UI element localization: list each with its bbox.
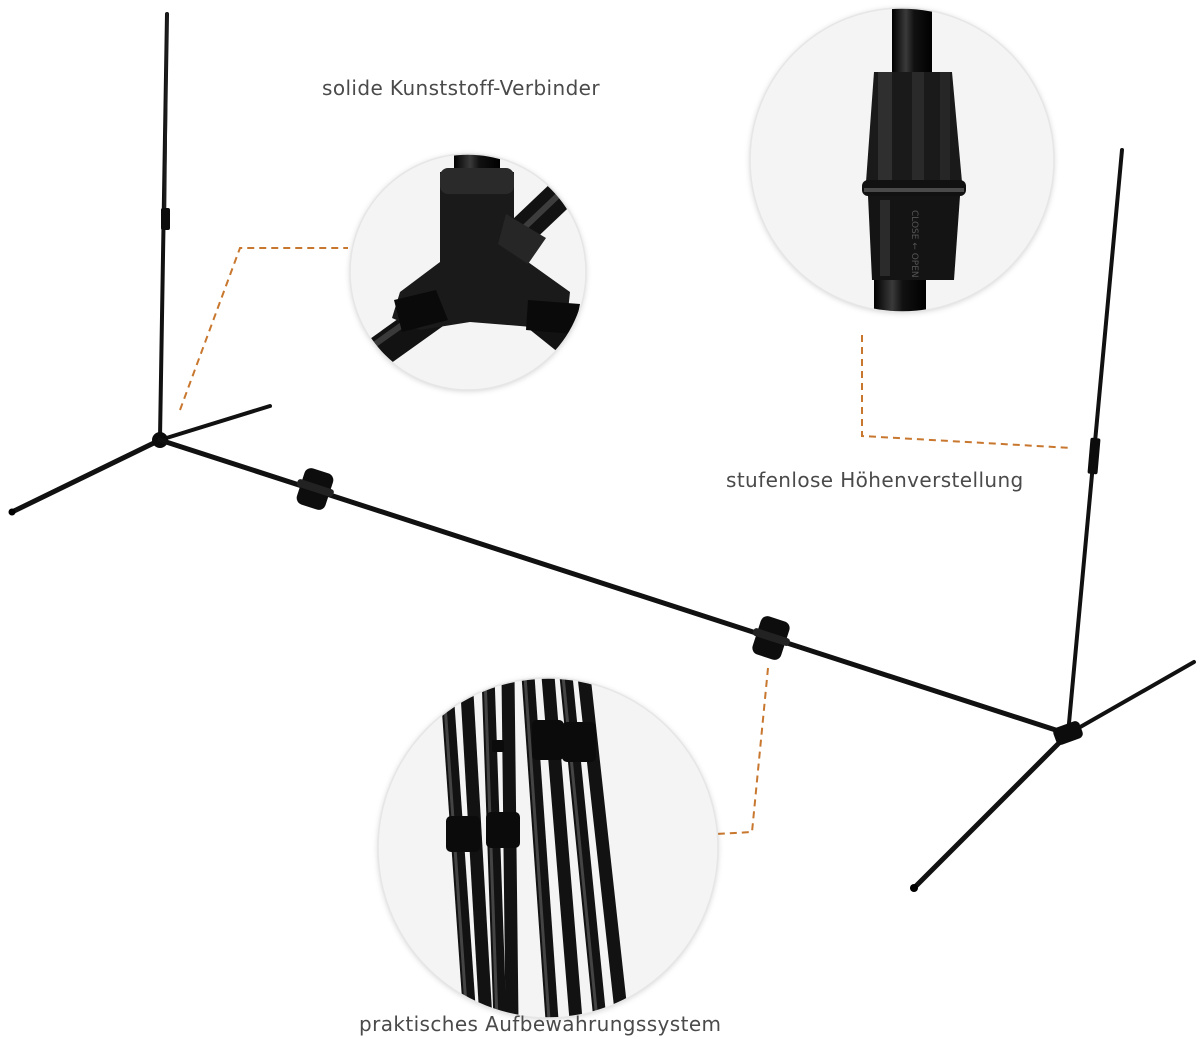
callout-lines bbox=[179, 247, 1073, 835]
crossbar-connector-1 bbox=[296, 468, 334, 510]
height-detail-icon: CLOSE ← OPEN bbox=[750, 8, 1054, 312]
right-pole-clamp bbox=[1087, 437, 1101, 475]
svg-text:CLOSE ← OPEN: CLOSE ← OPEN bbox=[909, 210, 919, 278]
callout-line-height bbox=[861, 335, 1073, 449]
callout-line-connector bbox=[179, 247, 348, 411]
callout-line-storage bbox=[715, 667, 769, 835]
connector-detail-icon bbox=[350, 154, 586, 390]
caption-height-adjust: stufenlose Höhenverstellung bbox=[726, 468, 1024, 492]
left-pole-clamp bbox=[161, 208, 170, 230]
caption-storage: praktisches Aufbewahrungssystem bbox=[359, 1012, 722, 1036]
circle-borders bbox=[349, 7, 1055, 1019]
storage-detail-icon bbox=[378, 678, 718, 1018]
crossbar-connector-2 bbox=[752, 616, 790, 660]
caption-connector: solide Kunststoff-Verbinder bbox=[322, 76, 600, 100]
backdrop-stand bbox=[8, 12, 1196, 892]
